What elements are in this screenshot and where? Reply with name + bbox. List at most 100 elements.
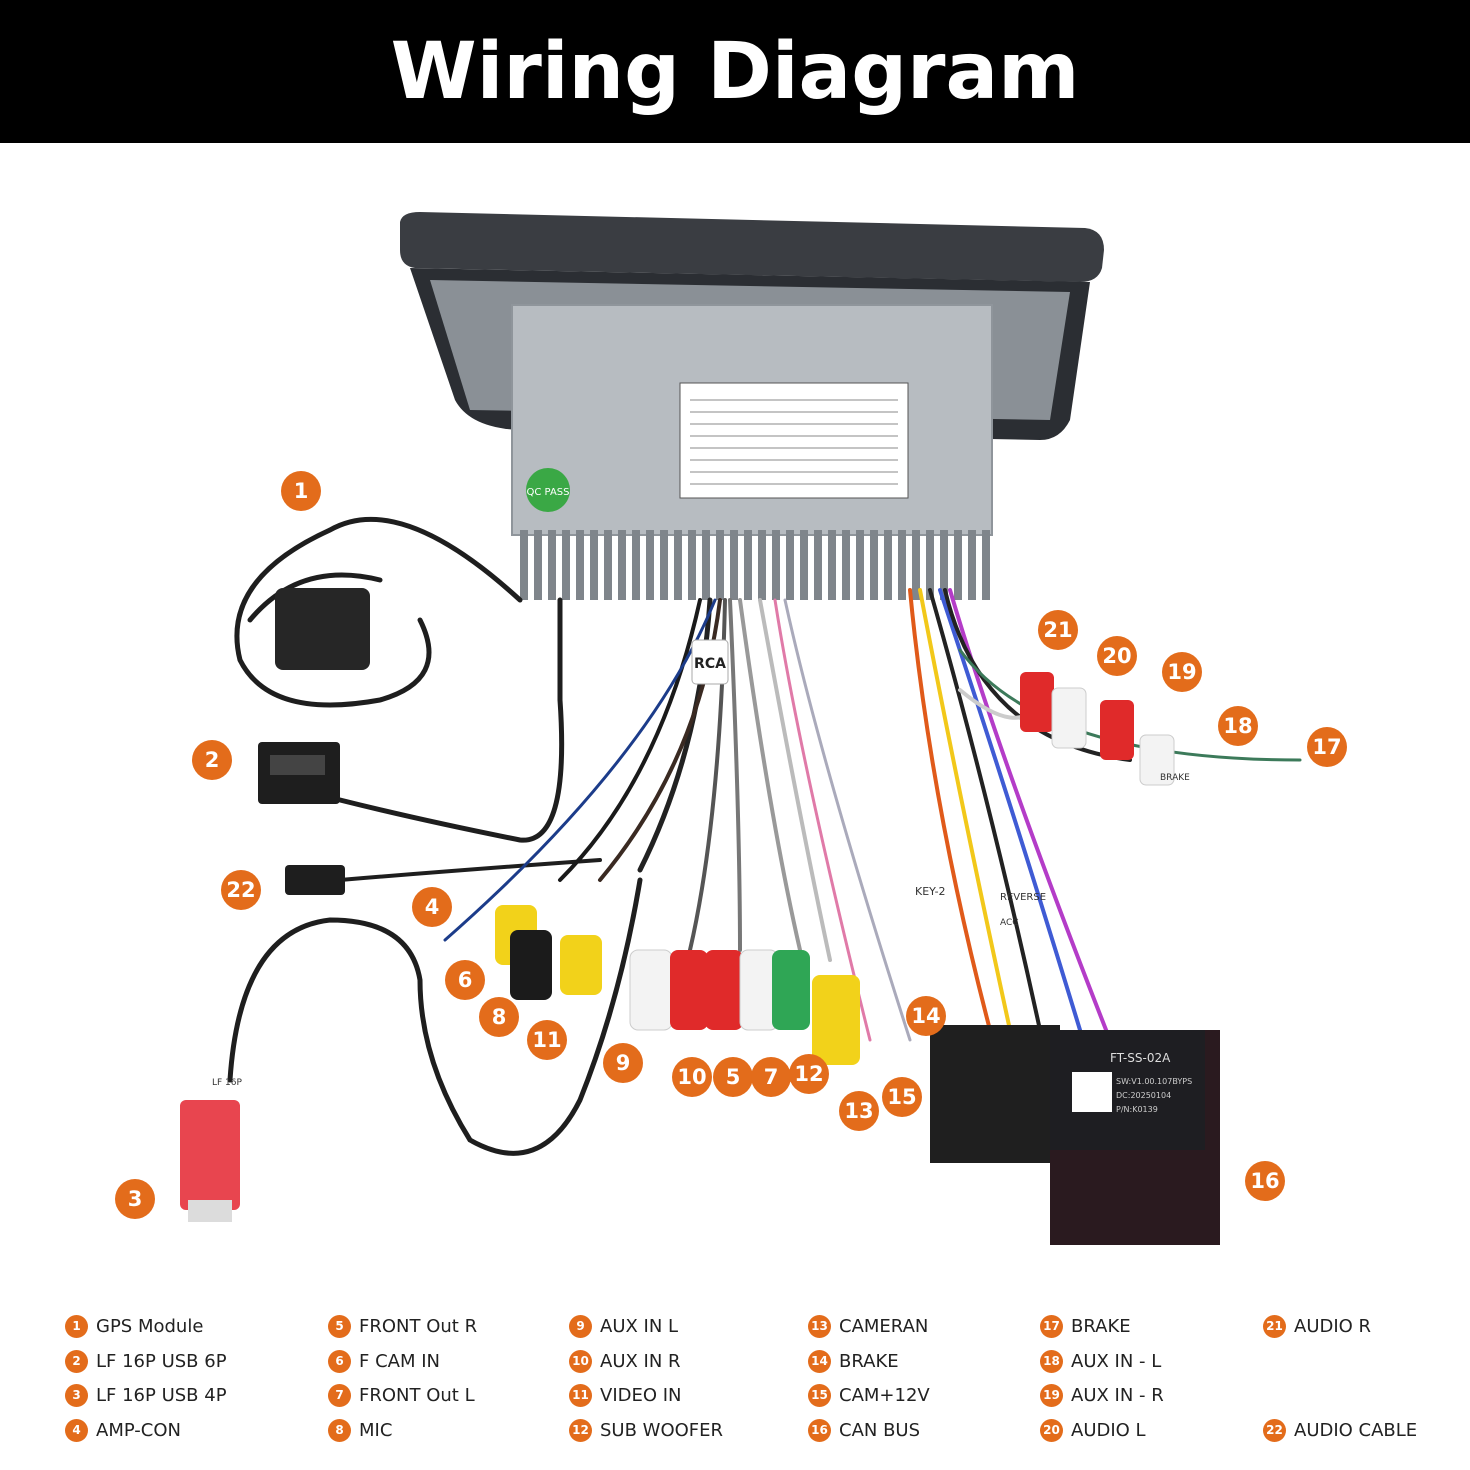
- legend-number-badge: 6: [328, 1349, 351, 1373]
- rca-plugs: [495, 672, 1175, 1065]
- legend-number-badge: 22: [1263, 1418, 1286, 1442]
- canbus-model-label: FT-SS-02A: [1110, 1051, 1171, 1065]
- callout-21: 21: [1038, 610, 1078, 650]
- legend-label: SUB WOOFER: [600, 1419, 724, 1441]
- legend-item: 2 LF 16P USB 6P: [65, 1348, 227, 1374]
- legend-label: FRONT Out R: [359, 1315, 478, 1337]
- callout-18: 18: [1218, 706, 1258, 746]
- callout-1: 1: [281, 471, 321, 511]
- legend-label: CAMERAN: [839, 1315, 929, 1337]
- cable-tags: RCA KEY-2 REVERSE ACC BRAKE LF 16P: [212, 639, 1190, 1088]
- legend-item: 22 AUDIO CABLE: [1263, 1417, 1417, 1443]
- legend-item: 17 BRAKE: [1040, 1313, 1131, 1339]
- callout-8: 8: [479, 997, 519, 1037]
- legend-number-badge: 5: [328, 1314, 351, 1338]
- legend-number-badge: 11: [569, 1383, 592, 1407]
- legend-number-badge: 12: [569, 1418, 592, 1442]
- legend-label: VIDEO IN: [600, 1384, 682, 1406]
- legend-item: 4 AMP-CON: [65, 1417, 181, 1443]
- callout-11: 11: [527, 1020, 567, 1060]
- canbus-pn-label: P/N:K0139: [1116, 1105, 1158, 1114]
- qc-pass-label: QC PASS: [527, 487, 570, 498]
- iso-harness-connector: [930, 1025, 1060, 1163]
- legend-number-badge: 7: [328, 1383, 351, 1407]
- canbus-box: FT-SS-02A SW:V1.00.107BYPS DC:20250104 P…: [1050, 1030, 1220, 1245]
- callout-4: 4: [412, 887, 452, 927]
- legend-number-badge: 19: [1040, 1383, 1063, 1407]
- legend-label: AUX IN L: [600, 1315, 679, 1337]
- rca-tag-label: RCA: [694, 656, 726, 672]
- callout-6: 6: [445, 960, 485, 1000]
- legend-label: GPS Module: [96, 1315, 204, 1337]
- callout-5: 5: [713, 1057, 753, 1097]
- legend-number-badge: 15: [808, 1383, 831, 1407]
- callout-10: 10: [672, 1057, 712, 1097]
- legend-number-badge: 10: [569, 1349, 592, 1373]
- callout-13: 13: [839, 1091, 879, 1131]
- legend-number-badge: 9: [569, 1314, 592, 1338]
- lf16p-tag-label: LF 16P: [212, 1078, 243, 1088]
- legend-item: 3 LF 16P USB 4P: [65, 1382, 227, 1408]
- legend-label: AUDIO CABLE: [1294, 1419, 1418, 1441]
- callout-17: 17: [1307, 727, 1347, 767]
- legend-label: AUX IN - L: [1071, 1350, 1162, 1372]
- legend-number-badge: 16: [808, 1418, 831, 1442]
- legend-label: CAM+12V: [839, 1384, 930, 1406]
- legend-number-badge: 20: [1040, 1418, 1063, 1442]
- legend-label: AUX IN R: [600, 1350, 681, 1372]
- legend-item: 15 CAM+12V: [808, 1382, 930, 1408]
- legend-item: 5 FRONT Out R: [328, 1313, 477, 1339]
- callout-22: 22: [221, 870, 261, 910]
- legend-item: 9 AUX IN L: [569, 1313, 678, 1339]
- legend-label: AUDIO R: [1294, 1315, 1372, 1337]
- legend-number-badge: 2: [65, 1349, 88, 1373]
- legend-item: 10 AUX IN R: [569, 1348, 681, 1374]
- legend-number-badge: 17: [1040, 1314, 1063, 1338]
- head-unit-wiring-illustration: QC PASS: [180, 212, 1302, 1245]
- legend-label: FRONT Out L: [359, 1384, 475, 1406]
- legend-label: MIC: [359, 1419, 393, 1441]
- legend-label: BRAKE: [1071, 1315, 1131, 1337]
- legend-number-badge: 4: [65, 1418, 88, 1442]
- legend-item: 6 F CAM IN: [328, 1348, 440, 1374]
- legend-label: LF 16P USB 4P: [96, 1384, 227, 1406]
- legend-item: 21 AUDIO R: [1263, 1313, 1371, 1339]
- gps-antenna: [275, 588, 370, 670]
- usb-6p-connector: [258, 742, 340, 804]
- legend-item: 13 CAMERAN: [808, 1313, 928, 1339]
- legend-number-badge: 8: [328, 1418, 351, 1442]
- brake-tag-label: BRAKE: [1160, 773, 1190, 783]
- legend-label: AUDIO L: [1071, 1419, 1146, 1441]
- legend-number-badge: 1: [65, 1314, 88, 1338]
- legend-item: 19 AUX IN - R: [1040, 1382, 1164, 1408]
- canbus-sw-label: SW:V1.00.107BYPS: [1116, 1077, 1192, 1086]
- wiring-harness: [227, 516, 1302, 1156]
- callout-16: 16: [1245, 1161, 1285, 1201]
- legend-item: 11 VIDEO IN: [569, 1382, 682, 1408]
- callout-3: 3: [115, 1179, 155, 1219]
- legend-label: AUX IN - R: [1071, 1384, 1164, 1406]
- callout-19: 19: [1162, 652, 1202, 692]
- audio-cable-connector: [285, 865, 345, 895]
- callout-2: 2: [192, 740, 232, 780]
- legend-item: 20 AUDIO L: [1040, 1417, 1146, 1443]
- acc-tag-label: ACC: [1000, 918, 1019, 928]
- head-unit-chassis: QC PASS: [511, 304, 993, 600]
- callout-9: 9: [603, 1043, 643, 1083]
- legend-number-badge: 18: [1040, 1349, 1063, 1373]
- legend-item: 8 MIC: [328, 1417, 392, 1443]
- legend-label: CAN BUS: [839, 1419, 921, 1441]
- callout-14: 14: [906, 996, 946, 1036]
- legend-label: F CAM IN: [359, 1350, 440, 1372]
- legend-label: LF 16P USB 6P: [96, 1350, 227, 1372]
- callout-20: 20: [1097, 636, 1137, 676]
- callout-15: 15: [882, 1077, 922, 1117]
- callout-7: 7: [751, 1057, 791, 1097]
- legend-number-badge: 21: [1263, 1314, 1286, 1338]
- key2-tag-label: KEY-2: [915, 885, 946, 898]
- page-title: Wiring Diagram: [390, 26, 1080, 117]
- legend-item: 1 GPS Module: [65, 1313, 203, 1339]
- legend-item: 18 AUX IN - L: [1040, 1348, 1161, 1374]
- reverse-tag-label: REVERSE: [1000, 892, 1046, 903]
- legend-item: 14 BRAKE: [808, 1348, 899, 1374]
